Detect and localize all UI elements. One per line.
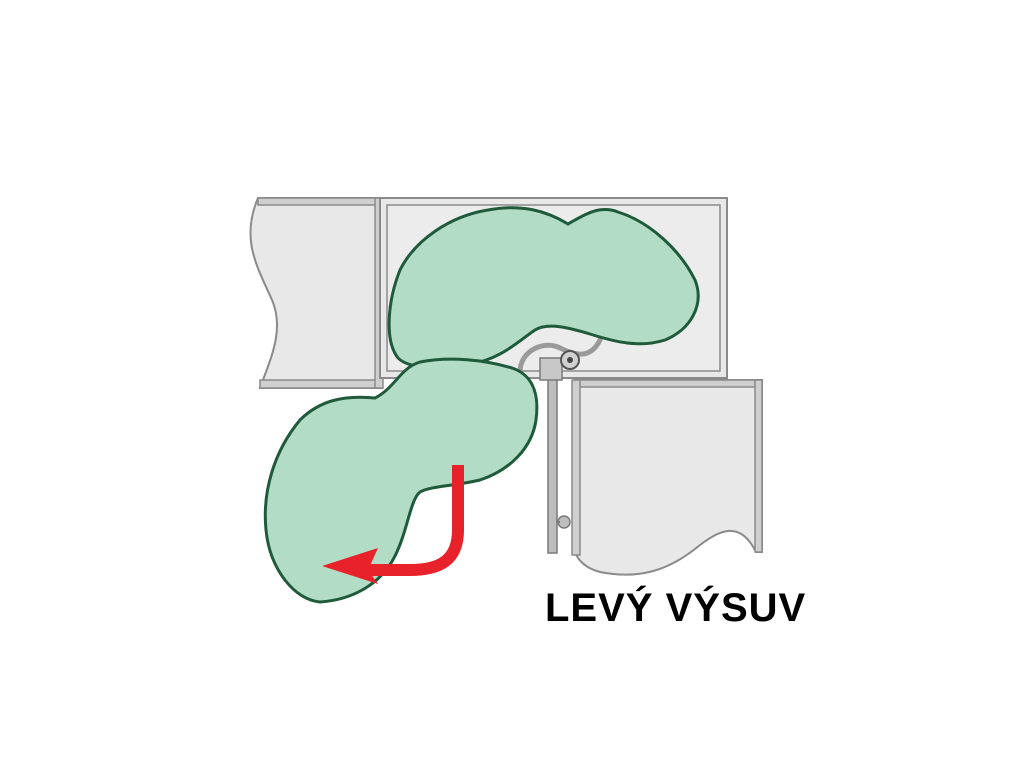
left-cabinet-body <box>249 197 383 389</box>
door-hinge <box>539 357 571 554</box>
right-cabinet-body <box>574 379 763 576</box>
hinge-block <box>539 357 563 381</box>
left-cabinet-top-edge <box>257 197 383 206</box>
right-cabinet-top-edge <box>574 379 763 388</box>
curved-arrow-left-icon <box>322 465 464 584</box>
door-panel <box>547 364 558 554</box>
left-cabinet <box>249 197 384 389</box>
mechanism-arm <box>517 337 603 375</box>
arrow-shaft <box>368 465 464 576</box>
pivot-center <box>567 357 573 363</box>
right-cabinet-side-panel <box>754 379 763 553</box>
left-cabinet-bottom-edge <box>259 379 383 389</box>
arrow-head <box>322 548 378 584</box>
right-cabinet-front-panel <box>571 379 581 556</box>
pivot-mechanism <box>517 337 603 375</box>
caption-title: LEVÝ VÝSUV <box>545 586 807 630</box>
right-cabinet <box>571 379 763 576</box>
shelf-upper <box>387 206 700 369</box>
